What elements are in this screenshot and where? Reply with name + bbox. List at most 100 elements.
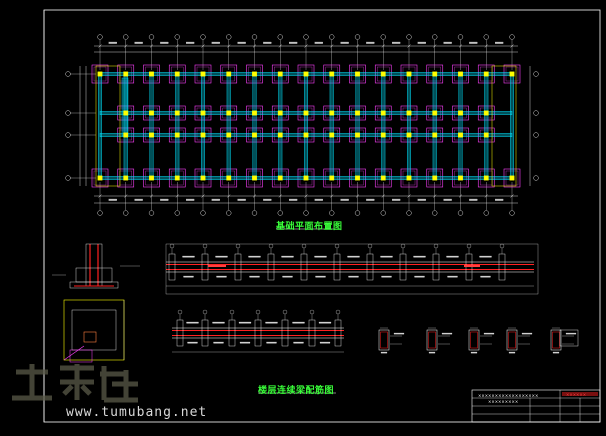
pile-cap-footing (271, 168, 289, 188)
axis-bubble (226, 34, 232, 40)
footing-inner (377, 170, 390, 186)
column (277, 132, 283, 138)
axis-bubble (123, 210, 129, 216)
axis-bubble (380, 34, 386, 40)
footing-inner (274, 129, 287, 141)
pile-cap-footing (426, 127, 444, 143)
axis-bubble (97, 34, 103, 40)
pile-cap-footing (194, 105, 212, 121)
pile-cap-footing (477, 64, 495, 84)
dim-tick (484, 194, 488, 198)
rebar-annotation (239, 341, 251, 344)
column (329, 71, 335, 77)
pile-cap-footing (194, 168, 212, 188)
foundation-beam-vertical (458, 73, 463, 179)
column (226, 110, 232, 116)
axis-bubble (65, 71, 71, 77)
beam-elevations (165, 243, 539, 394)
support-column (281, 319, 289, 347)
dimension-text (340, 41, 349, 44)
elevation-frame (165, 243, 539, 295)
rebar-annotation (314, 255, 327, 258)
dim-tick (381, 44, 385, 48)
column (483, 71, 489, 77)
column (380, 175, 386, 181)
dim-tick (433, 194, 437, 198)
footing-inner (145, 107, 158, 119)
dimension-text (443, 198, 452, 201)
section-label (380, 351, 388, 354)
support-column (333, 253, 341, 281)
title-block-line2: ××××××××× (488, 399, 519, 404)
dimension-text (211, 41, 220, 44)
column (200, 175, 206, 181)
pile-cap-footing (477, 168, 495, 188)
pile-cap-footing (297, 105, 315, 121)
footing-inner (222, 170, 235, 186)
pile-cap-footing (194, 127, 212, 143)
axis-bubble (400, 243, 406, 249)
foundation-beam-vertical (304, 73, 309, 179)
column (432, 132, 438, 138)
pile-cap-footing (477, 105, 495, 121)
dim-tick (355, 44, 360, 48)
foundation-beam-vertical (278, 73, 283, 179)
beam-section-details (378, 327, 579, 354)
column (174, 132, 180, 138)
axis-bubble (406, 210, 412, 216)
dimension-text (469, 41, 478, 44)
axis-bubble (229, 309, 235, 315)
column (149, 132, 154, 138)
footing-inner (402, 66, 416, 82)
stirrup (508, 331, 516, 349)
column (174, 71, 180, 77)
column (252, 71, 257, 77)
footing-inner (171, 129, 184, 141)
axis-bubble (65, 175, 71, 181)
title-block-line1: ×××××××××××××××××× (478, 393, 539, 398)
footing-inner (351, 66, 364, 82)
dimension-text (108, 198, 117, 201)
axis-bubble (200, 34, 206, 40)
pile-cap-footing (246, 168, 263, 188)
axis-bubble (148, 34, 155, 40)
column (97, 175, 103, 181)
dimension-text (160, 198, 169, 201)
pile-cap-footing (246, 127, 263, 143)
pile-cap-footing (168, 127, 186, 143)
pile-cap-footing (400, 105, 418, 121)
axis-bubble (457, 34, 464, 40)
dimension-text (134, 41, 143, 44)
pile-cap-footing (374, 127, 392, 143)
footing-inner (402, 129, 416, 141)
column (380, 132, 386, 138)
footing-inner (299, 107, 313, 119)
column (303, 71, 309, 77)
foundation-beam-vertical (355, 73, 360, 179)
footing-inner (505, 66, 519, 82)
pile-cap-footing (117, 64, 135, 84)
support-column (498, 253, 506, 281)
rebar-annotation (319, 341, 331, 344)
pile-cap-footing (452, 64, 469, 84)
continuous-beam-elevation-1 (166, 243, 534, 287)
axis-bubble (354, 34, 361, 40)
pile-cap-footing (400, 64, 418, 84)
pile-cap-footing (349, 127, 366, 143)
pile-cap-footing (426, 64, 444, 84)
support-column (267, 253, 275, 281)
title-block-project: ×××××× (566, 392, 587, 397)
dim-tick (458, 194, 463, 198)
column (355, 175, 360, 181)
column (277, 175, 283, 181)
footing-inner (428, 170, 441, 186)
dimension-text (211, 198, 220, 201)
axis-bubble (457, 210, 464, 216)
column (406, 132, 412, 138)
axis-bubble (533, 110, 539, 116)
pile-cap-footing (349, 105, 366, 121)
dim-tick (175, 44, 179, 48)
footing-inner (325, 170, 338, 186)
pile-cap-footing (91, 168, 109, 188)
